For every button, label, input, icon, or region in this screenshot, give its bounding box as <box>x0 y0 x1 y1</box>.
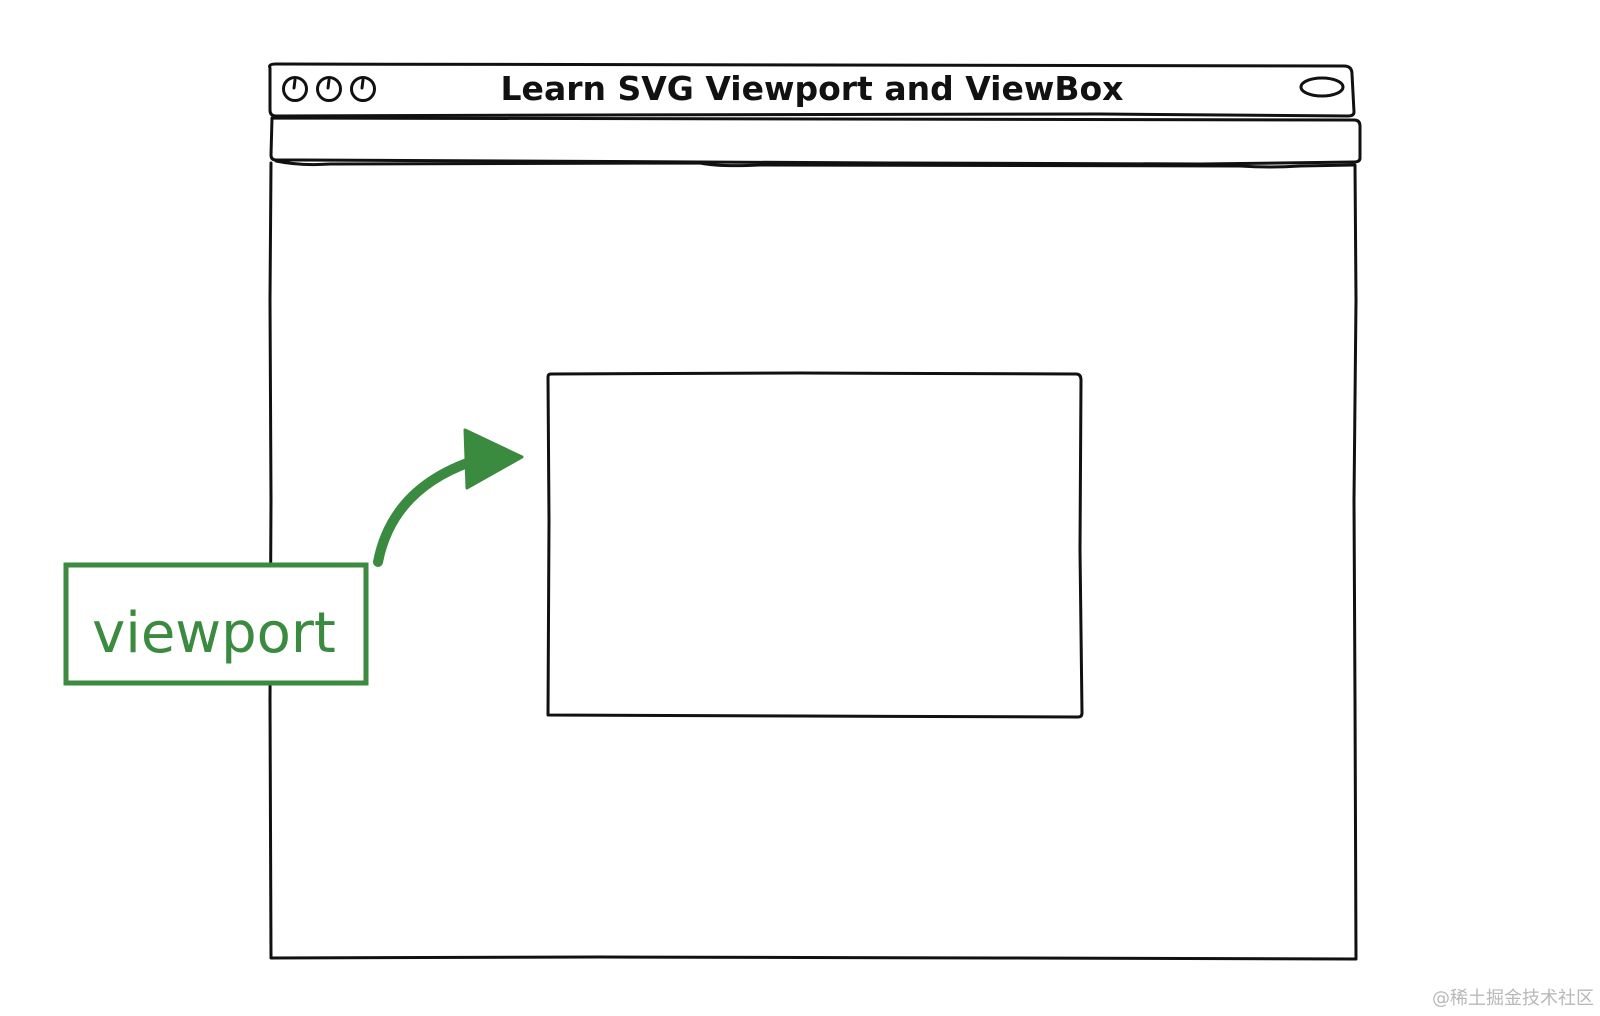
label-box <box>63 562 369 686</box>
close-button[interactable] <box>282 76 308 102</box>
window-title: Learn SVG Viewport and ViewBox <box>501 69 1124 108</box>
title-bar <box>268 62 1356 118</box>
watermark: @稀土掘金技术社区 <box>1432 988 1594 1009</box>
arrow-curve <box>373 457 475 567</box>
viewport-label: viewport <box>63 562 369 686</box>
pill-icon[interactable] <box>1299 76 1345 98</box>
window-controls <box>282 76 376 102</box>
toolbar <box>269 116 1362 166</box>
label-text: viewport <box>92 601 336 666</box>
annotation-arrow <box>373 428 524 567</box>
browser-window: Learn SVG Viewport and ViewBox <box>268 62 1362 961</box>
viewport-rectangle <box>546 371 1084 719</box>
content-area <box>268 161 1358 961</box>
maximize-button[interactable] <box>350 76 376 102</box>
minimize-button[interactable] <box>316 76 342 102</box>
arrow-head <box>463 428 524 490</box>
